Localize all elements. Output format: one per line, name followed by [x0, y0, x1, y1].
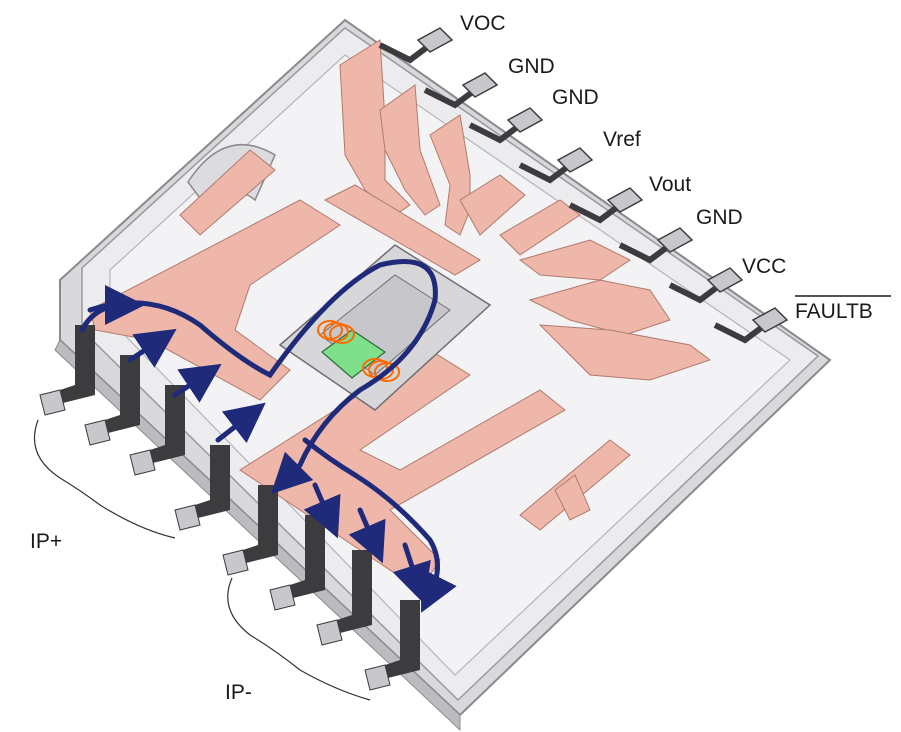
pin-label-voc: VOC — [460, 12, 506, 35]
ip-minus-brace — [227, 577, 371, 701]
lead-ip-minus-3 — [316, 550, 372, 646]
lead-vcc — [668, 267, 744, 304]
lead-ip-plus-1 — [39, 325, 95, 416]
lead-vout — [568, 187, 644, 224]
lead-gnd-1 — [423, 72, 499, 109]
pin-label-gnd-2: GND — [552, 86, 599, 109]
ip-plus-brace — [33, 419, 176, 539]
lead-ip-minus-4 — [364, 600, 420, 691]
pin-label-vout: Vout — [649, 173, 691, 196]
current-path — [79, 259, 457, 613]
group-label-ip-plus: IP+ — [30, 530, 62, 553]
lead-vref — [518, 147, 594, 184]
lead-faultb — [713, 307, 789, 344]
pin-label-vref: Vref — [603, 128, 641, 151]
lead-ip-plus-3 — [129, 385, 185, 476]
pin-label-faultb: FAULTB — [795, 300, 873, 323]
pin-label-vcc: VCC — [742, 255, 786, 278]
lead-voc — [378, 27, 454, 64]
pin-label-gnd-1: GND — [508, 55, 555, 78]
pin-label-gnd-3: GND — [696, 206, 743, 229]
lead-gnd-3 — [618, 227, 694, 264]
left-leads — [39, 325, 420, 691]
lead-ip-plus-2 — [84, 355, 140, 446]
right-leads — [378, 27, 789, 344]
lead-gnd-2 — [468, 107, 544, 144]
coil-left-icon — [317, 320, 355, 344]
lead-ip-minus-1 — [222, 485, 278, 576]
lead-frame — [89, 39, 712, 591]
lead-ip-plus-4 — [174, 445, 230, 531]
group-label-ip-minus: IP- — [225, 681, 252, 704]
